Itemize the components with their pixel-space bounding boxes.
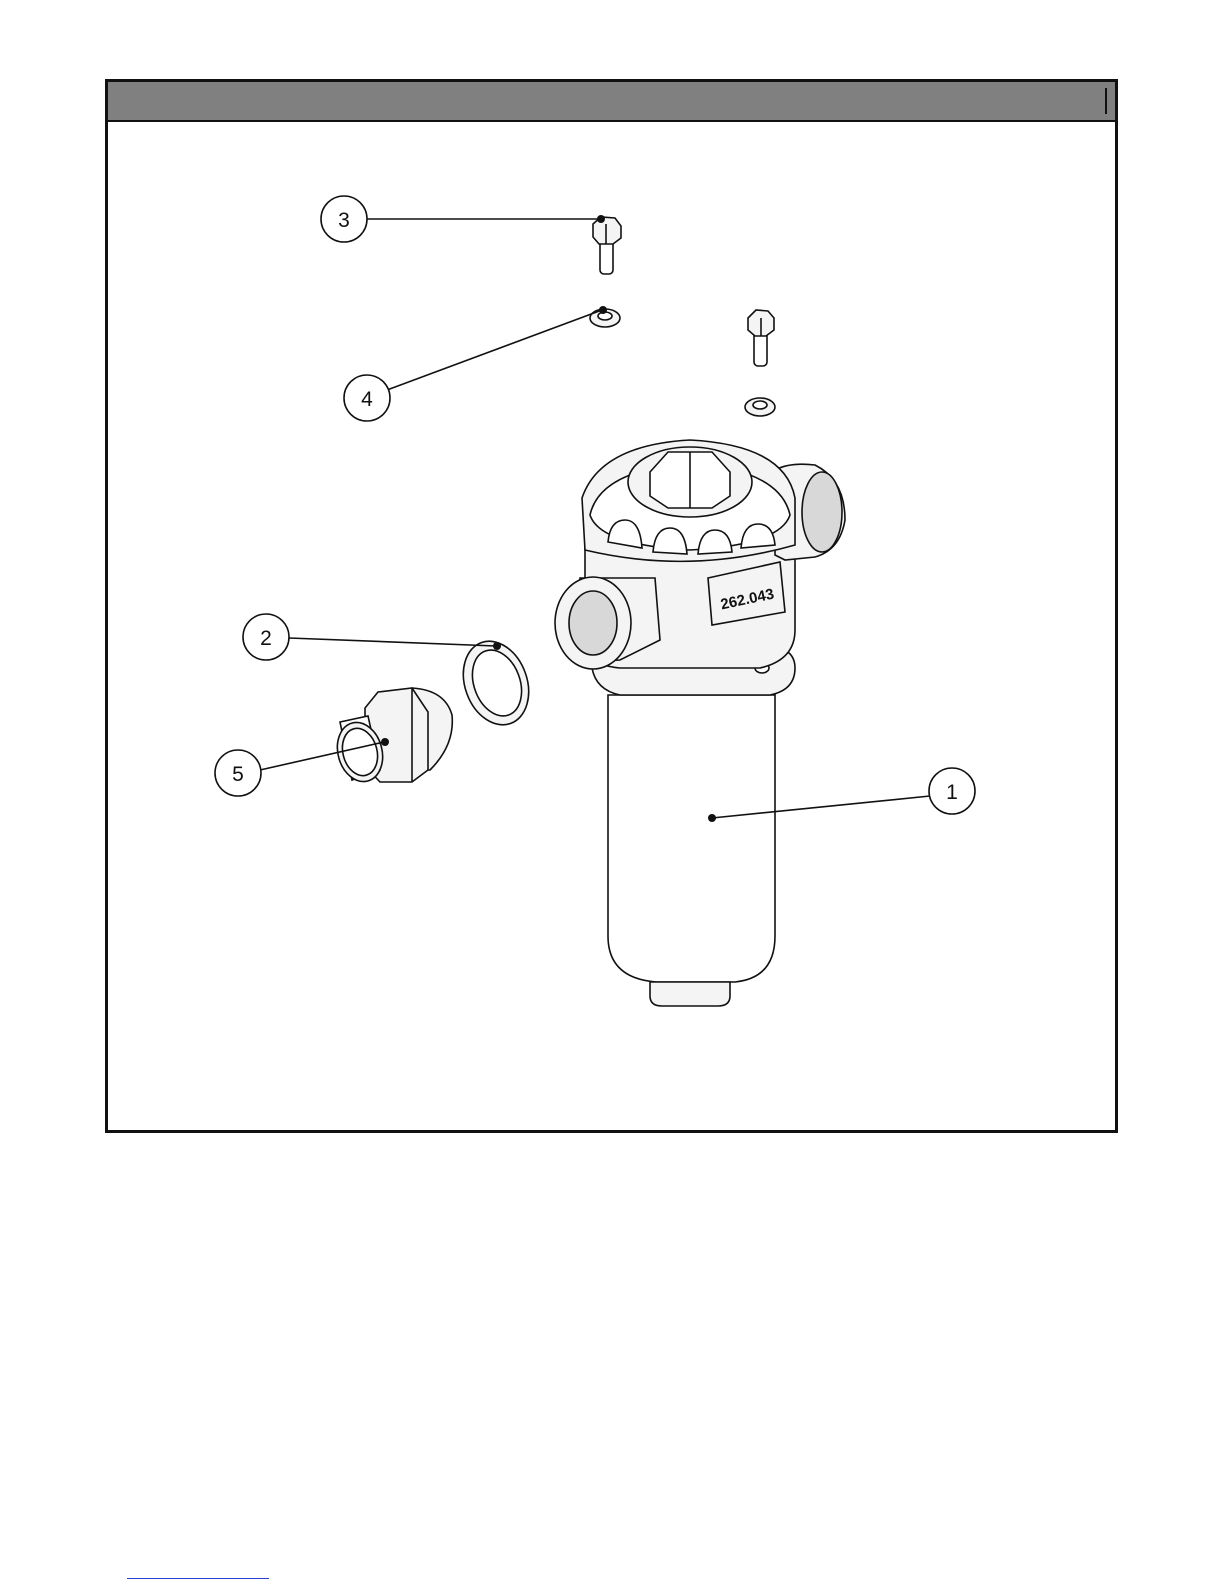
callout-number-4: 4 bbox=[361, 388, 373, 411]
callout-3: 3 bbox=[321, 196, 605, 242]
bolt-upper bbox=[593, 217, 621, 274]
callout-number-2: 2 bbox=[260, 627, 272, 650]
port-adapter bbox=[331, 688, 452, 787]
callout-4: 4 bbox=[344, 306, 607, 421]
filter-housing: 262.043 bbox=[555, 440, 845, 1006]
callout-number-3: 3 bbox=[338, 209, 350, 232]
bolt-right bbox=[748, 310, 774, 366]
callout-2: 2 bbox=[243, 614, 501, 660]
footer-link-underline[interactable] bbox=[127, 1578, 269, 1579]
callout-number-5: 5 bbox=[232, 763, 244, 786]
washer-right bbox=[745, 398, 775, 416]
callout-number-1: 1 bbox=[946, 781, 958, 804]
